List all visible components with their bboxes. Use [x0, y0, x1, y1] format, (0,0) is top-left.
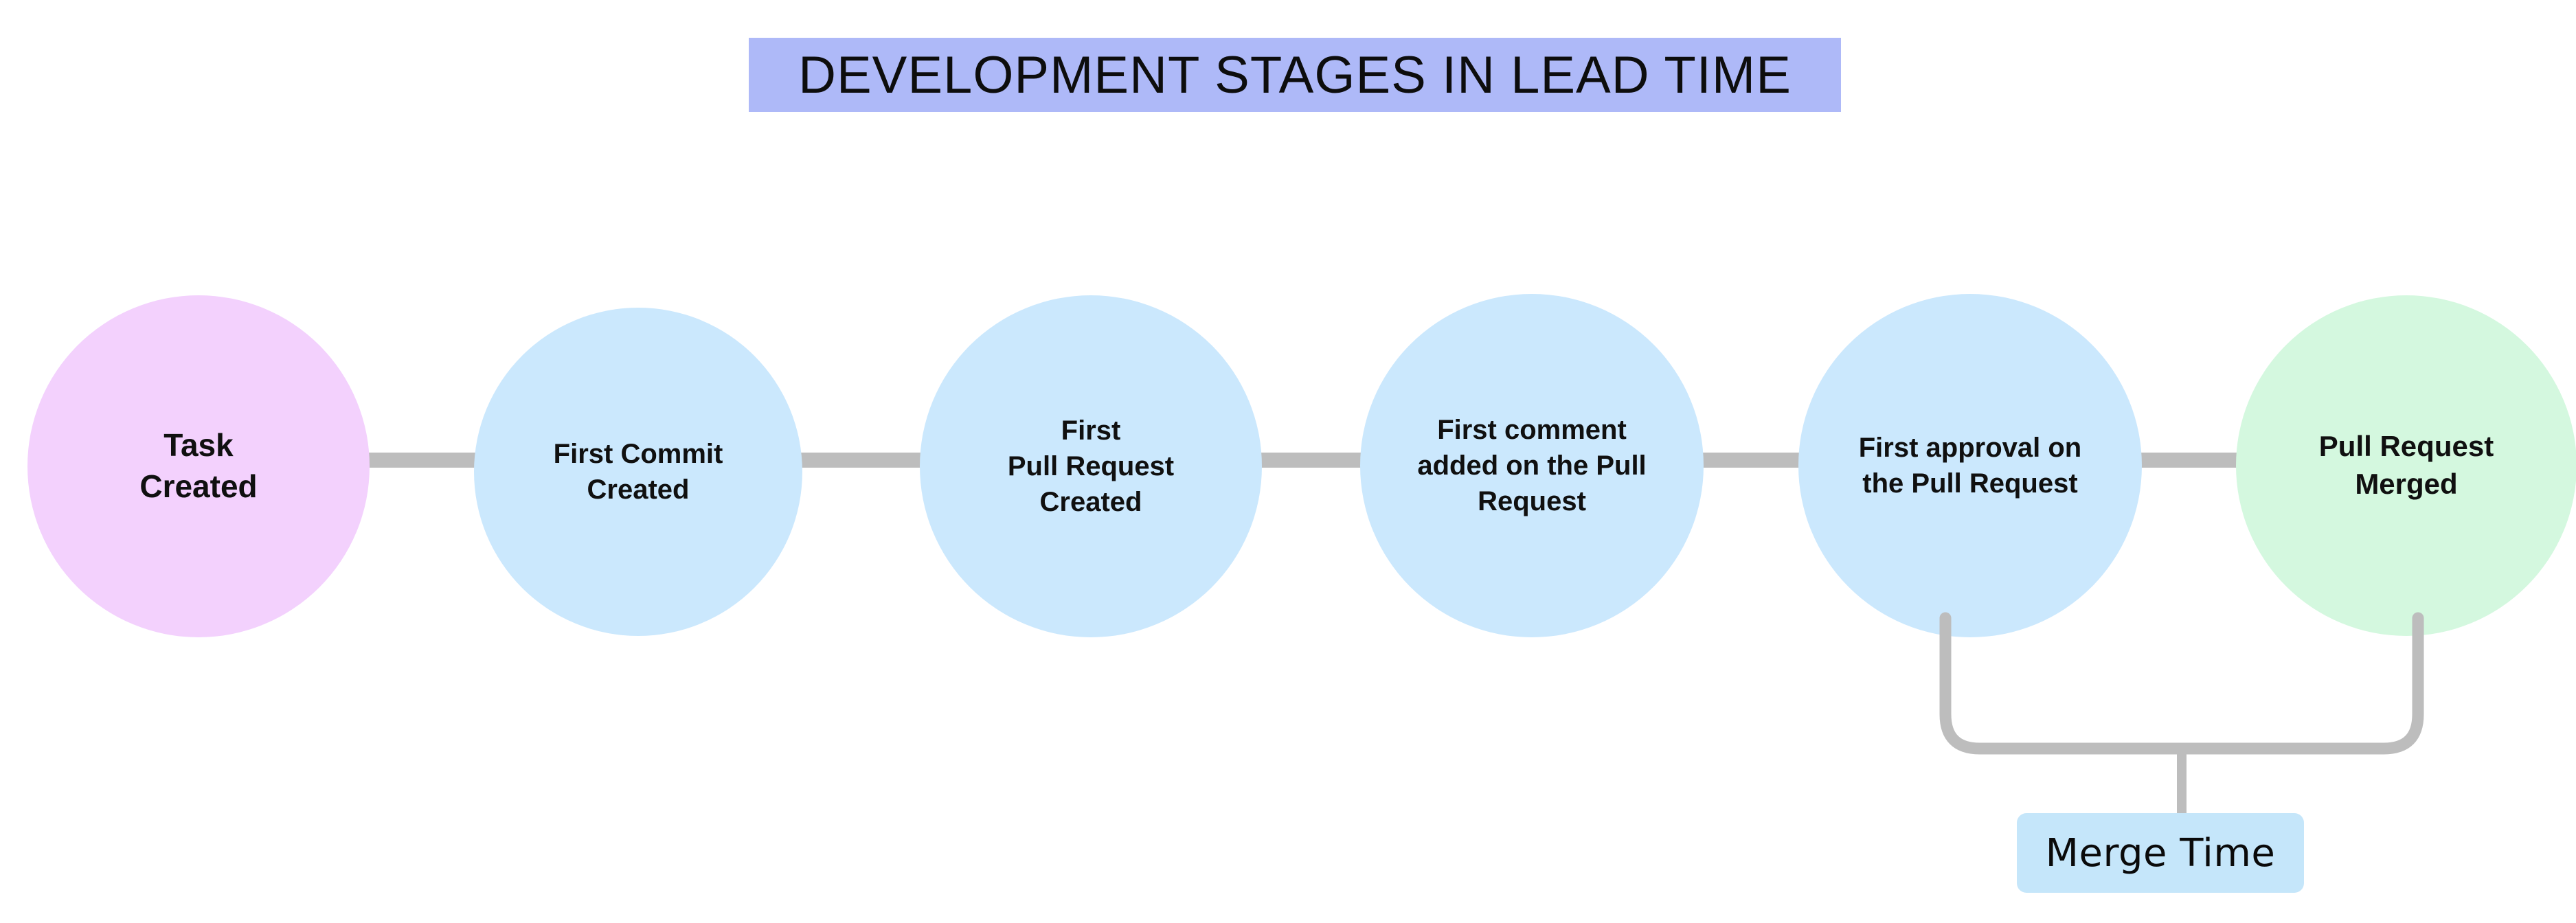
connector-task-to-commit	[347, 453, 491, 468]
diagram-title-banner: DEVELOPMENT STAGES IN LEAD TIME	[749, 38, 1841, 112]
stage-node-first-comment-added[interactable]: First comment added on the Pull Request	[1360, 294, 1704, 637]
stage-node-first-pull-request-created[interactable]: First Pull Request Created	[920, 295, 1262, 637]
stage-label-pull-request-merged: Pull Request Merged	[2318, 430, 2494, 500]
merge-time-bracket	[1939, 612, 2424, 817]
stage-node-first-commit-created[interactable]: First Commit Created	[474, 308, 802, 636]
stage-label-first-approval: First approval on the Pull Request	[1858, 433, 2082, 499]
stage-node-pull-request-merged[interactable]: Pull Request Merged	[2236, 295, 2576, 636]
connector-commit-to-pr	[787, 453, 934, 468]
page-title: DEVELOPMENT STAGES IN LEAD TIME	[798, 45, 1792, 104]
merge-time-badge-label: Merge Time	[2045, 830, 2276, 876]
merge-time-bracket-path	[1939, 612, 2424, 755]
stage-label-task-created: Task Created	[139, 427, 258, 504]
stage-node-task-created[interactable]: Task Created	[27, 295, 370, 637]
stage-label-first-pull-request-created: First Pull Request Created	[1007, 415, 1175, 517]
connector-comment-to-approval	[1680, 453, 1817, 468]
connector-pr-to-comment	[1240, 453, 1377, 468]
stage-node-first-approval[interactable]: First approval on the Pull Request	[1798, 294, 2142, 637]
connector-approval-to-merged	[2119, 453, 2253, 468]
stage-label-first-comment-added: First comment added on the Pull Request	[1417, 415, 1647, 516]
stage-label-first-commit-created: First Commit Created	[553, 439, 723, 505]
merge-time-badge[interactable]: Merge Time	[2017, 813, 2304, 893]
